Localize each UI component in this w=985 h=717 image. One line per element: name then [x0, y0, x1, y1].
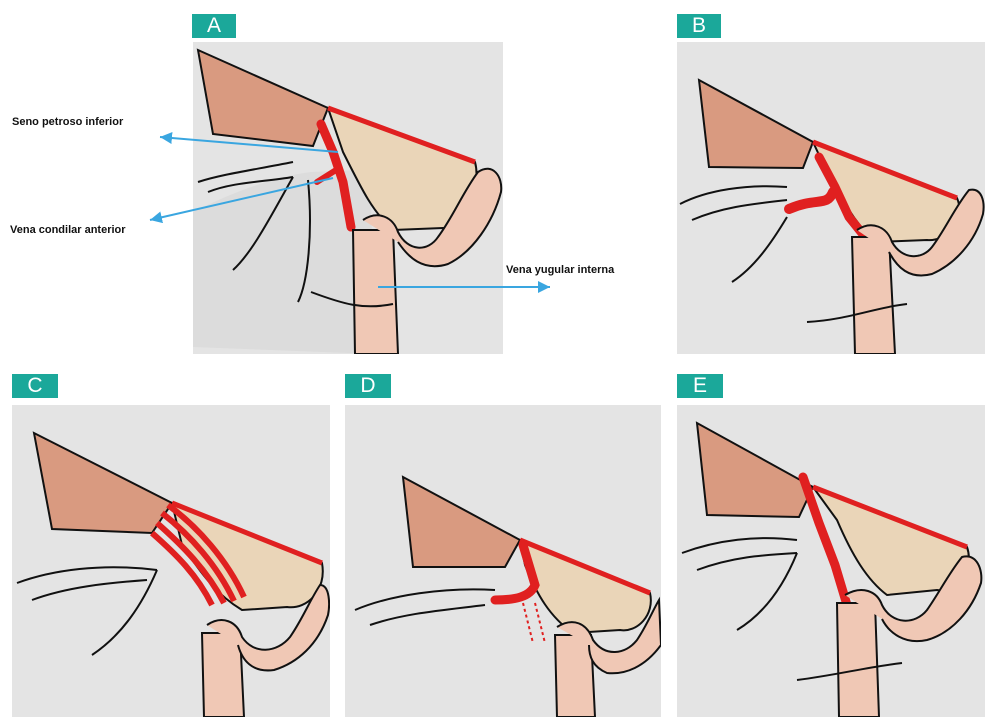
- panel-e-tag: E: [677, 374, 723, 398]
- panel-b: [677, 42, 985, 354]
- panel-a-drawing: [193, 42, 503, 354]
- panel-a: [193, 42, 503, 354]
- panel-b-drawing: [677, 42, 985, 354]
- label-internal-jugular-vein: Vena yugular interna: [506, 264, 614, 276]
- panel-e-drawing: [677, 405, 985, 717]
- panel-d-drawing: [345, 405, 661, 717]
- panel-d: [345, 405, 661, 717]
- panel-b-tag: B: [677, 14, 721, 38]
- label-anterior-condylar-vein: Vena condilar anterior: [10, 224, 126, 236]
- panel-c-tag: C: [12, 374, 58, 398]
- panel-e: [677, 405, 985, 717]
- panel-c-drawing: [12, 405, 330, 717]
- panel-c: [12, 405, 330, 717]
- panel-a-tag: A: [192, 14, 236, 38]
- label-inferior-petrosal-sinus: Seno petroso inferior: [12, 116, 123, 128]
- panel-d-tag: D: [345, 374, 391, 398]
